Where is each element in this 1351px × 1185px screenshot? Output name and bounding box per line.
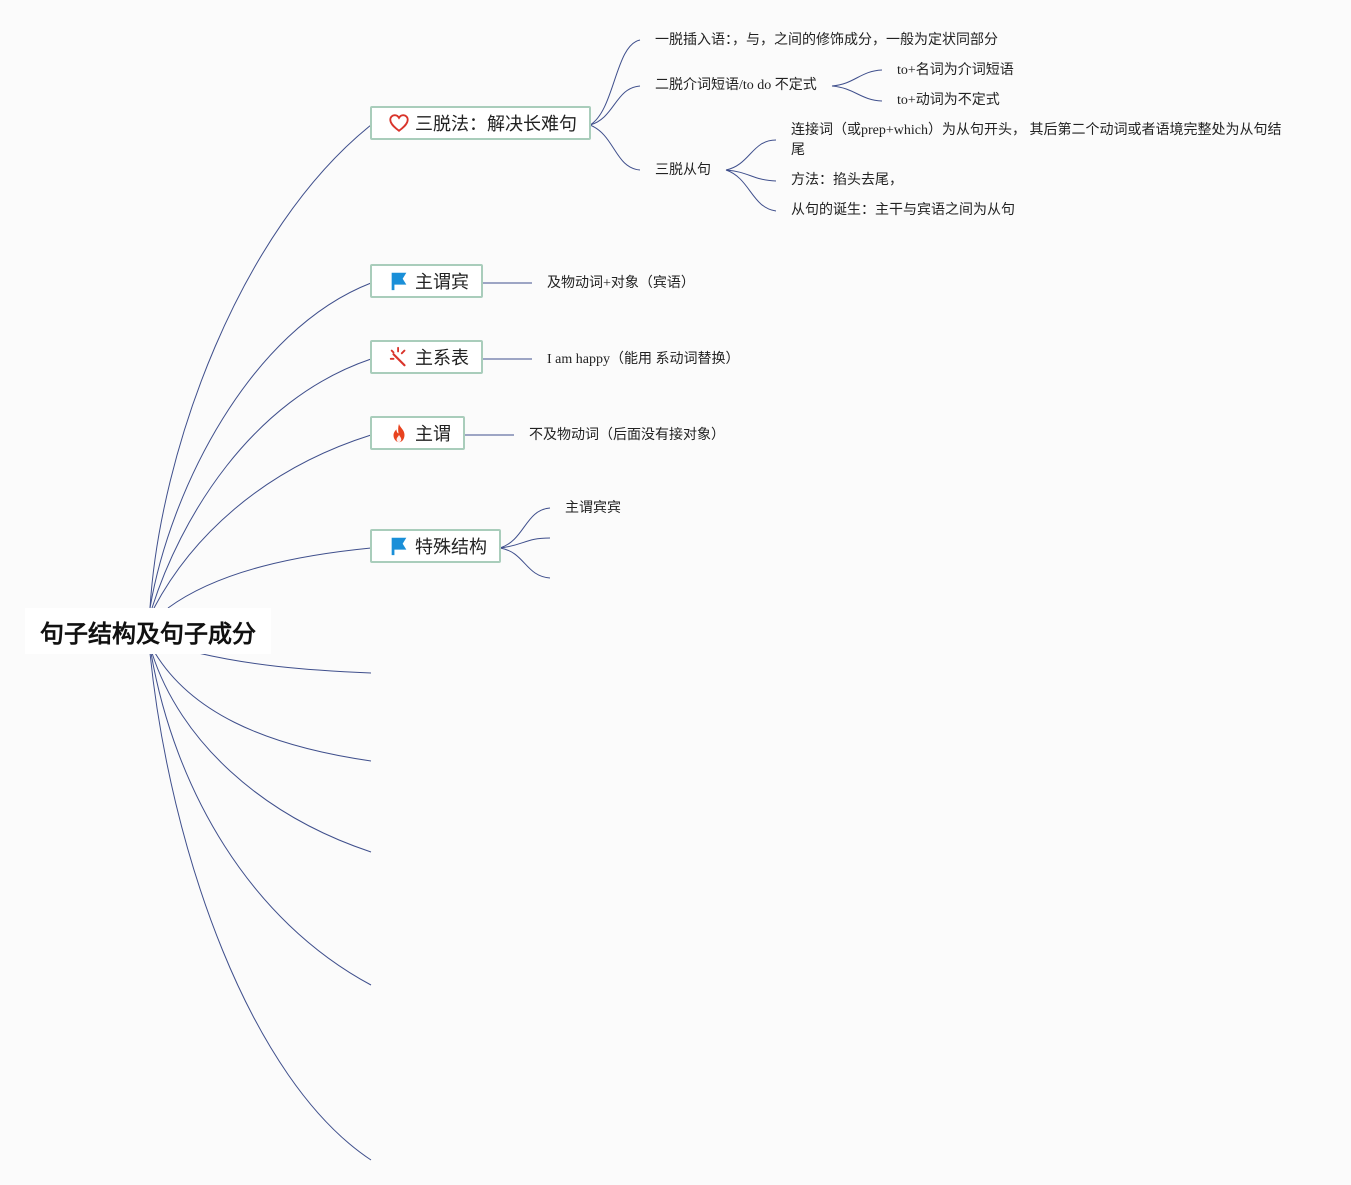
root-topic[interactable]: 句子结构及句子成分 xyxy=(25,608,271,654)
connector-root-topic-3 xyxy=(151,358,372,609)
topic-label: 主谓 xyxy=(415,424,451,445)
connector-t5-c2 xyxy=(499,537,551,549)
flag-icon xyxy=(388,270,410,292)
connector-root-topic-5 xyxy=(167,547,372,609)
leaf-yituo[interactable]: 一脱插入语：，与，之间的修饰成分，一般为定状同部分 xyxy=(655,33,998,48)
connector-t1c2-g1 xyxy=(831,69,883,87)
topic-sanhuofa[interactable]: 三脱法：解决长难句 xyxy=(370,106,591,140)
topic-teshujiegou[interactable]: 特殊结构 xyxy=(370,529,501,563)
connector-t5-c1 xyxy=(499,507,551,549)
root-topic-label: 句子结构及句子成分 xyxy=(40,619,256,648)
topic-label: 主系表 xyxy=(415,348,469,369)
connector-root-topic-1 xyxy=(149,124,372,609)
connector-t1-c1 xyxy=(589,39,641,126)
connector-t1c3-g1 xyxy=(725,139,777,171)
topic-zhuwei[interactable]: 主谓 xyxy=(370,416,465,450)
flag-icon xyxy=(388,535,410,557)
connector-root-empty-2 xyxy=(154,652,372,762)
topic-zhuweibin[interactable]: 主谓宾 xyxy=(370,264,483,298)
leaf-intransitive[interactable]: 不及物动词（后面没有接对象） xyxy=(529,428,725,443)
connector-t1c3-g2 xyxy=(725,169,777,182)
connector-t1-c3 xyxy=(589,124,641,171)
connector-root-topic-2 xyxy=(149,282,372,609)
leaf-transitive[interactable]: 及物动词+对象（宾语） xyxy=(547,276,695,291)
leaf-clause-origin[interactable]: 从句的诞生：主干与宾语之间为从句 xyxy=(791,203,1015,218)
connector-root-empty-5 xyxy=(149,652,372,1161)
connector-t5-c3 xyxy=(499,547,551,579)
topic-label: 主谓宾 xyxy=(415,272,469,293)
connector-root-empty-1 xyxy=(197,652,372,674)
leaf-double-object[interactable]: 主谓宾宾 xyxy=(565,501,621,516)
leaf-i-am-happy[interactable]: I am happy（能用 系动词替换） xyxy=(547,352,740,367)
leaf-santuo[interactable]: 三脱从句 xyxy=(655,163,711,178)
connector-root-empty-3 xyxy=(151,652,372,853)
topic-zhuxibiao[interactable]: 主系表 xyxy=(370,340,483,374)
leaf-to-verb[interactable]: to+动词为不定式 xyxy=(897,93,1000,108)
leaf-conjunction[interactable]: 连接词（或prep+which）为从句开头， 其后第二个动词或者语境完整处为从句… xyxy=(791,123,1282,158)
heart-icon xyxy=(388,112,410,134)
connector-root-topic-4 xyxy=(153,434,372,609)
connector-t1c2-g2 xyxy=(831,85,883,102)
fire-icon xyxy=(388,422,410,444)
topic-label: 特殊结构 xyxy=(415,537,487,558)
magic-wand-icon xyxy=(388,346,410,368)
connector-t1-c2 xyxy=(589,85,641,126)
leaf-to-noun[interactable]: to+名词为介词短语 xyxy=(897,63,1014,78)
leaf-method[interactable]: 方法：掐头去尾， xyxy=(791,173,903,188)
connector-t1c3-g3 xyxy=(725,169,777,212)
connector-root-empty-4 xyxy=(150,652,372,986)
topic-label: 三脱法：解决长难句 xyxy=(415,114,577,135)
leaf-ertuo[interactable]: 二脱介词短语/to do 不定式 xyxy=(655,78,817,93)
